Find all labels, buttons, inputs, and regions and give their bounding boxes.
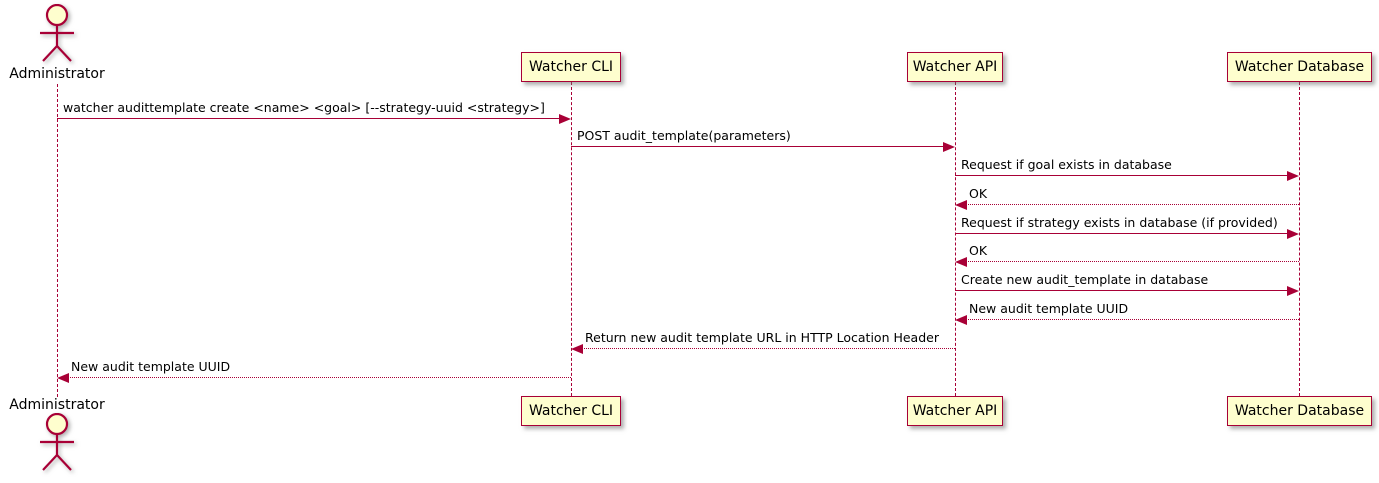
participant-watcher-cli-bottom: Watcher CLI [521,396,621,426]
message-label: Request if strategy exists in database (… [961,215,1278,230]
arrowhead-icon [1287,229,1299,239]
arrowhead-icon [1287,171,1299,181]
arrowhead-icon [955,200,967,210]
lifeline-administrator [57,84,58,397]
participant-watcher-database-bottom: Watcher Database [1227,396,1372,426]
lifeline-watcher-cli [571,82,572,396]
message-label: OK [969,243,988,258]
arrowhead-icon [943,142,955,152]
participant-watcher-api-top: Watcher API [907,52,1003,82]
arrowhead-icon [571,344,583,354]
actor-label-top: Administrator [9,66,105,82]
message-line [67,377,571,378]
message-label: OK [969,186,988,201]
arrowhead-icon [955,257,967,267]
message-line [955,175,1289,176]
message-label: Create new audit_template in database [961,272,1209,287]
message-line [581,348,955,349]
lifeline-watcher-database [1299,82,1300,396]
actor-label-bottom: Administrator [9,397,105,413]
message-line [965,204,1299,205]
actor-icon [40,413,74,471]
participant-watcher-api-bottom: Watcher API [907,396,1003,426]
message-label: POST audit_template(parameters) [577,128,791,143]
arrowhead-icon [559,114,571,124]
message-line [955,290,1289,291]
message-label: watcher audittemplate create <name> <goa… [63,100,545,115]
lifeline-watcher-api [955,82,956,396]
arrowhead-icon [955,315,967,325]
message-label: New audit template UUID [969,301,1129,316]
arrowhead-icon [1287,286,1299,296]
message-line [955,233,1289,234]
message-label: Return new audit template URL in HTTP Lo… [585,330,939,345]
participant-watcher-cli-top: Watcher CLI [521,52,621,82]
message-line [965,261,1299,262]
participant-watcher-database-top: Watcher Database [1227,52,1372,82]
message-line [57,118,561,119]
message-label: New audit template UUID [71,359,231,374]
message-line [571,146,945,147]
message-label: Request if goal exists in database [961,157,1172,172]
actor-icon [40,4,74,62]
message-line [965,319,1299,320]
arrowhead-icon [57,373,69,383]
